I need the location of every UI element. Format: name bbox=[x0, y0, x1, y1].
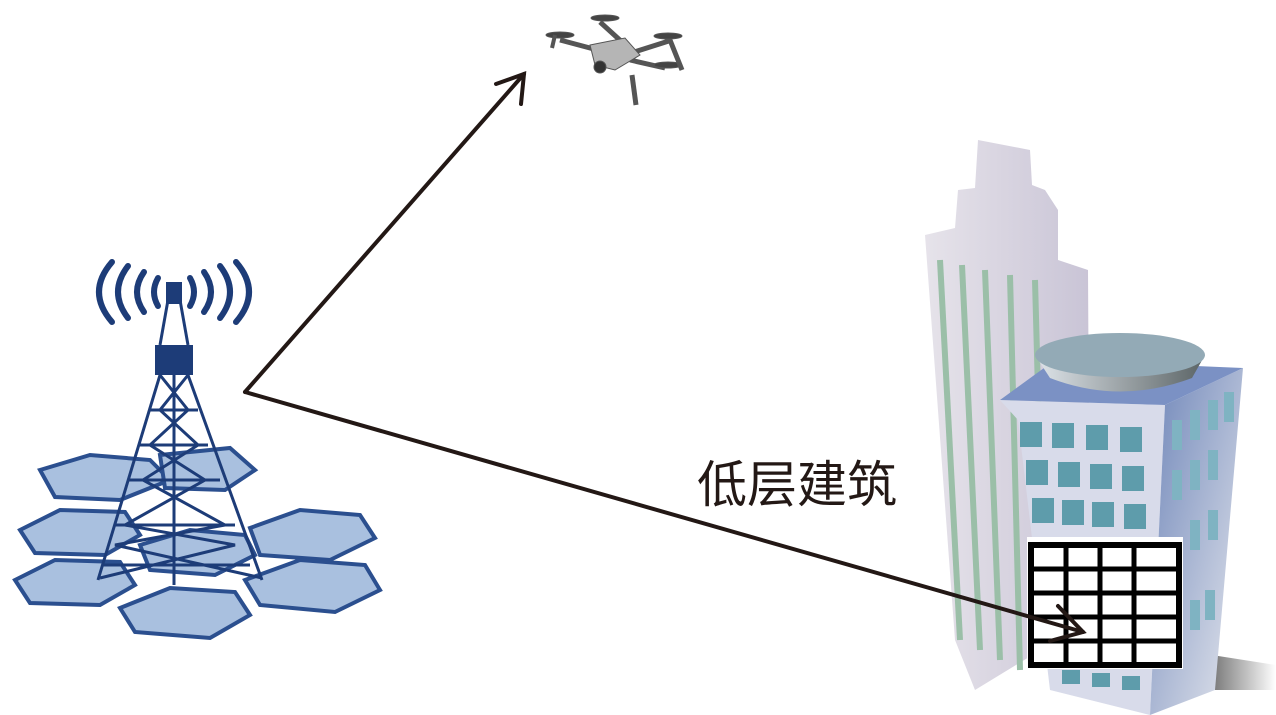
arrow-to-drone bbox=[243, 71, 527, 394]
low-rise-building-label: 低层建筑 bbox=[697, 456, 897, 514]
grid-window-icon bbox=[1027, 537, 1183, 669]
drone-icon bbox=[545, 14, 685, 106]
arrow-to-building bbox=[243, 390, 1087, 643]
cell-tower-icon bbox=[12, 259, 383, 641]
